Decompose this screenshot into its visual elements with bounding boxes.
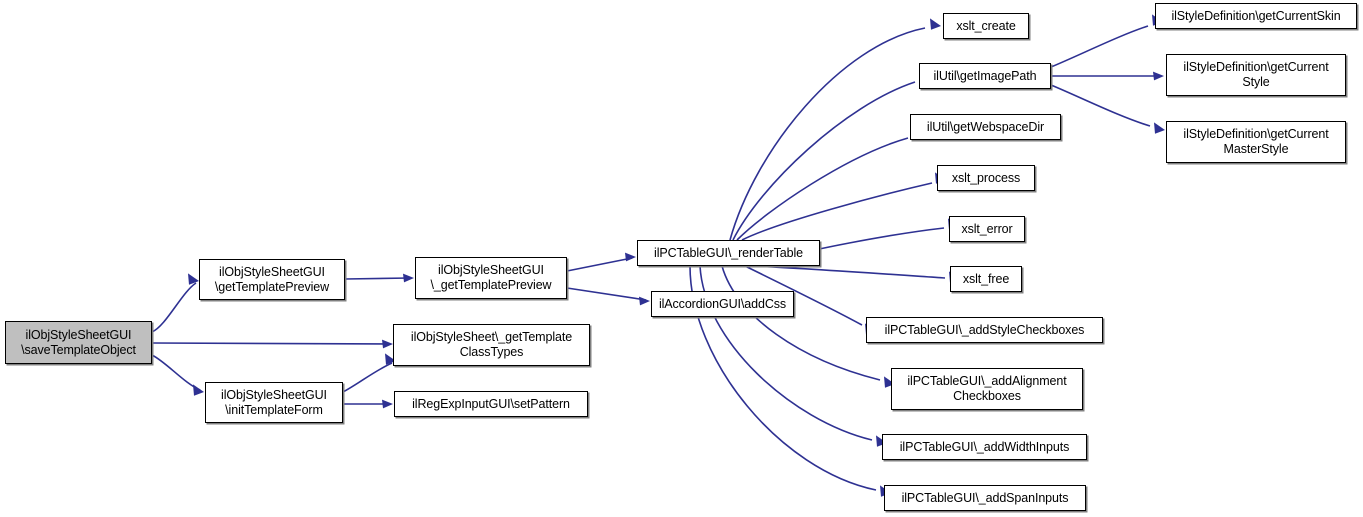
call-edge-arrowhead	[193, 384, 204, 396]
graph-node-label: ilUtil\getImagePath	[933, 68, 1037, 83]
graph-node-xslt_free[interactable]: xslt_free	[950, 266, 1022, 292]
graph-node-label: ilObjStyleSheetGUI \getTemplatePreview	[214, 264, 330, 294]
graph-node-_renderTable[interactable]: ilPCTableGUI\_renderTable	[637, 240, 820, 266]
call-edge-arrowhead	[382, 339, 393, 349]
graph-node-_addAlignmentCheckboxes[interactable]: ilPCTableGUI\_addAlignment Checkboxes	[891, 368, 1083, 410]
graph-node-label: ilRegExpInputGUI\setPattern	[412, 396, 570, 411]
call-edge	[151, 282, 197, 333]
call-edge-arrowhead	[1153, 71, 1164, 81]
graph-node-initTemplateForm[interactable]: ilObjStyleSheetGUI \initTemplateForm	[205, 382, 343, 423]
graph-node-label: ilObjStyleSheetGUI \saveTemplateObject	[21, 327, 136, 357]
graph-node-saveTemplateObject[interactable]: ilObjStyleSheetGUI \saveTemplateObject	[5, 321, 152, 364]
graph-node-label: xslt_process	[951, 170, 1021, 185]
call-edge	[342, 362, 393, 393]
graph-node-xslt_error[interactable]: xslt_error	[949, 216, 1025, 242]
call-edge	[741, 182, 933, 241]
graph-node-_addStyleCheckboxes[interactable]: ilPCTableGUI\_addStyleCheckboxes	[866, 317, 1103, 343]
call-edge	[344, 277, 411, 280]
graph-node-label: ilObjStyleSheetGUI \initTemplateForm	[221, 387, 327, 417]
graph-node-label: ilUtil\getWebspaceDir	[926, 119, 1045, 134]
call-edge-arrowhead	[1154, 122, 1165, 134]
call-edge	[1050, 25, 1149, 68]
call-edge-arrowhead	[188, 273, 199, 285]
call-edge	[1050, 84, 1151, 127]
graph-node-getImagePath[interactable]: ilUtil\getImagePath	[919, 63, 1051, 89]
graph-node-label: xslt_free	[962, 271, 1010, 286]
graph-node-_getTemplatePreview[interactable]: ilObjStyleSheetGUI \_getTemplatePreview	[415, 257, 567, 299]
call-edge	[566, 287, 647, 301]
call-edge	[751, 265, 946, 279]
call-edge	[151, 342, 391, 345]
graph-node-getCurrentSkin[interactable]: ilStyleDefinition\getCurrentSkin	[1155, 3, 1357, 29]
call-edge	[729, 27, 926, 241]
graph-node-label: xslt_create	[956, 18, 1016, 33]
call-edge	[744, 265, 863, 326]
graph-node-label: ilPCTableGUI\_addStyleCheckboxes	[884, 322, 1085, 337]
graph-node-_addWidthInputs[interactable]: ilPCTableGUI\_addWidthInputs	[882, 434, 1087, 460]
call-edge	[721, 265, 881, 381]
graph-node-label: ilPCTableGUI\_renderTable	[654, 245, 803, 260]
call-edge	[732, 81, 916, 241]
call-edge-arrowhead	[625, 252, 636, 262]
graph-node-label: ilStyleDefinition\getCurrent Style	[1183, 60, 1329, 89]
graph-node-label: ilStyleDefinition\getCurrent MasterStyle	[1183, 127, 1329, 156]
graph-node-_addSpanInputs[interactable]: ilPCTableGUI\_addSpanInputs	[884, 485, 1086, 511]
graph-node-label: ilObjStyleSheetGUI \_getTemplatePreview	[430, 263, 552, 292]
graph-node-getTemplateClassTypes[interactable]: ilObjStyleSheet\_getTemplate ClassTypes	[393, 324, 590, 366]
graph-node-label: ilObjStyleSheet\_getTemplate ClassTypes	[410, 330, 573, 359]
graph-node-getCurrentMasterStyle[interactable]: ilStyleDefinition\getCurrent MasterStyle	[1166, 121, 1346, 163]
call-edge-arrowhead	[382, 399, 393, 409]
graph-node-label: ilStyleDefinition\getCurrentSkin	[1171, 8, 1341, 23]
graph-node-label: xslt_error	[961, 221, 1013, 236]
graph-node-getTemplatePreview[interactable]: ilObjStyleSheetGUI \getTemplatePreview	[199, 259, 345, 300]
graph-node-addCss[interactable]: ilAccordionGUI\addCss	[651, 291, 794, 317]
graph-node-label: ilPCTableGUI\_addAlignment Checkboxes	[907, 374, 1067, 403]
call-edge-arrowhead	[403, 273, 414, 283]
graph-node-label: ilPCTableGUI\_addWidthInputs	[899, 439, 1070, 454]
call-edge-arrowhead	[930, 18, 941, 30]
graph-node-getCurrentStyle[interactable]: ilStyleDefinition\getCurrent Style	[1166, 54, 1346, 96]
graph-node-xslt_process[interactable]: xslt_process	[937, 165, 1035, 191]
graph-node-label: ilAccordionGUI\addCss	[658, 296, 787, 311]
call-edge	[151, 354, 201, 391]
graph-node-setPattern[interactable]: ilRegExpInputGUI\setPattern	[394, 391, 588, 417]
graph-node-label: ilPCTableGUI\_addSpanInputs	[901, 490, 1069, 505]
call-edge	[736, 137, 909, 241]
graph-node-getWebspaceDir[interactable]: ilUtil\getWebspaceDir	[910, 114, 1061, 140]
call-edge-arrowhead	[639, 296, 650, 306]
call-edge	[566, 257, 633, 272]
graph-node-xslt_create[interactable]: xslt_create	[943, 13, 1029, 39]
